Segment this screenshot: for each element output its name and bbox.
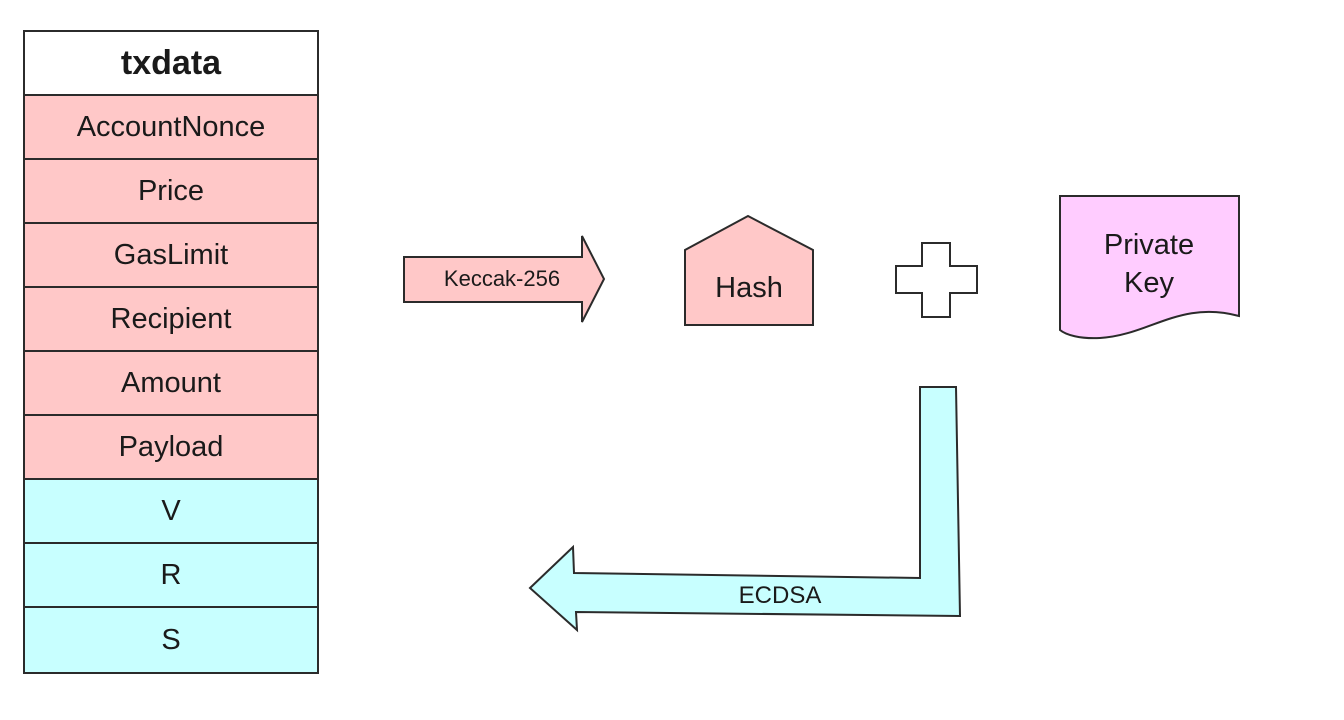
keccak-arrow	[403, 235, 606, 323]
private-key-shape	[1059, 195, 1240, 340]
keccak-label: Keccak-256	[443, 266, 561, 291]
field-price: Price	[25, 160, 317, 224]
hash-shape	[684, 214, 814, 326]
plus-icon	[895, 242, 978, 318]
private-key-line1: Private	[1103, 229, 1195, 261]
field-account-nonce: AccountNonce	[25, 96, 317, 160]
field-v: V	[25, 480, 317, 544]
private-key-line2: Key	[1124, 267, 1174, 299]
hash-label: Hash	[715, 272, 783, 304]
field-s: S	[25, 608, 317, 672]
ecdsa-arrow	[528, 386, 962, 633]
txdata-title: txdata	[25, 32, 317, 96]
field-gas-limit: GasLimit	[25, 224, 317, 288]
field-payload: Payload	[25, 416, 317, 480]
txdata-table: txdata AccountNonce Price GasLimit Recip…	[23, 30, 319, 674]
private-key-label: Private Key	[1060, 226, 1238, 302]
field-recipient: Recipient	[25, 288, 317, 352]
ecdsa-label: ECDSA	[738, 582, 822, 609]
field-r: R	[25, 544, 317, 608]
field-amount: Amount	[25, 352, 317, 416]
